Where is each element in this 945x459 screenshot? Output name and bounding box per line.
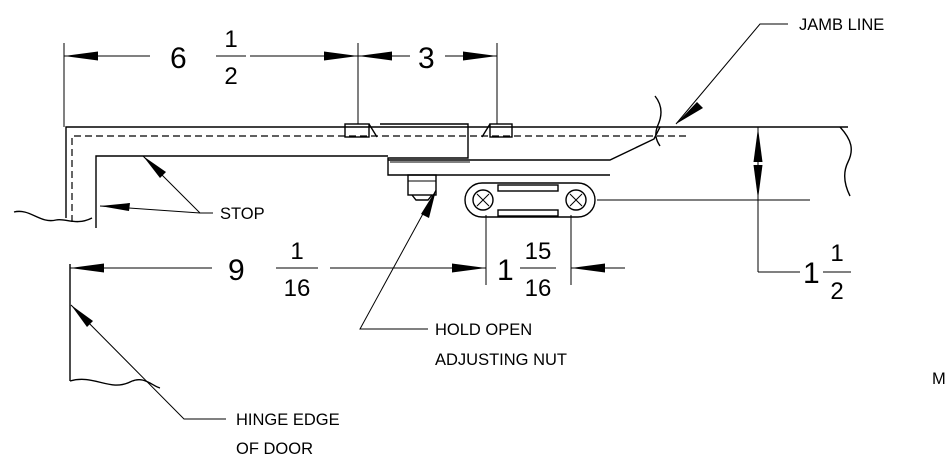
dim-1-15-16-whole: 1 <box>497 254 514 287</box>
hold-open-nut-callout: HOLD OPEN ADJUSTING NUT <box>359 189 567 369</box>
hinge-edge-callout: HINGE EDGE OF DOOR <box>70 304 340 458</box>
dim-1-15-16-denominator: 16 <box>525 275 552 302</box>
of-door-label: OF DOOR <box>236 440 313 458</box>
dim-1-1-2-numerator: 1 <box>830 240 843 267</box>
dimension-9-1-16: 9 1 16 <box>70 238 486 302</box>
adjusting-nut <box>407 174 437 201</box>
adjusting-nut-label: ADJUSTING NUT <box>435 351 567 369</box>
stop-callout: STOP <box>99 155 265 223</box>
dim-1-1-2-denominator: 2 <box>830 278 843 305</box>
jamb-line-label: JAMB LINE <box>799 16 884 34</box>
jamb-line-callout: JAMB LINE <box>675 16 884 125</box>
edge-letter: M <box>932 370 945 388</box>
dim-9-1-16-denominator: 16 <box>284 275 311 302</box>
dim-9-1-16-numerator: 1 <box>290 238 303 265</box>
door-frame-outline <box>13 95 852 389</box>
dim-6-1-2-denominator: 2 <box>224 63 237 90</box>
mounting-plate <box>464 182 596 218</box>
stop-label: STOP <box>220 205 265 223</box>
extension-lines <box>63 43 848 285</box>
dim-6-1-2-whole: 6 <box>170 42 187 75</box>
dimension-3: 3 <box>358 42 497 75</box>
hold-open-label: HOLD OPEN <box>435 321 532 339</box>
dim-1-15-16-numerator: 15 <box>525 238 552 265</box>
dim-3-value: 3 <box>418 42 435 75</box>
dim-1-1-2-whole: 1 <box>803 257 820 290</box>
dim-6-1-2-numerator: 1 <box>224 26 237 53</box>
closer-body <box>344 123 610 218</box>
dim-9-1-16-whole: 9 <box>228 254 245 287</box>
hinge-edge-label: HINGE EDGE <box>236 411 340 429</box>
dimension-6-1-2: 6 1 2 <box>64 26 358 90</box>
dimension-1-15-16: 1 15 16 <box>497 238 625 302</box>
dimension-1-1-2: 1 1 2 <box>753 127 851 305</box>
